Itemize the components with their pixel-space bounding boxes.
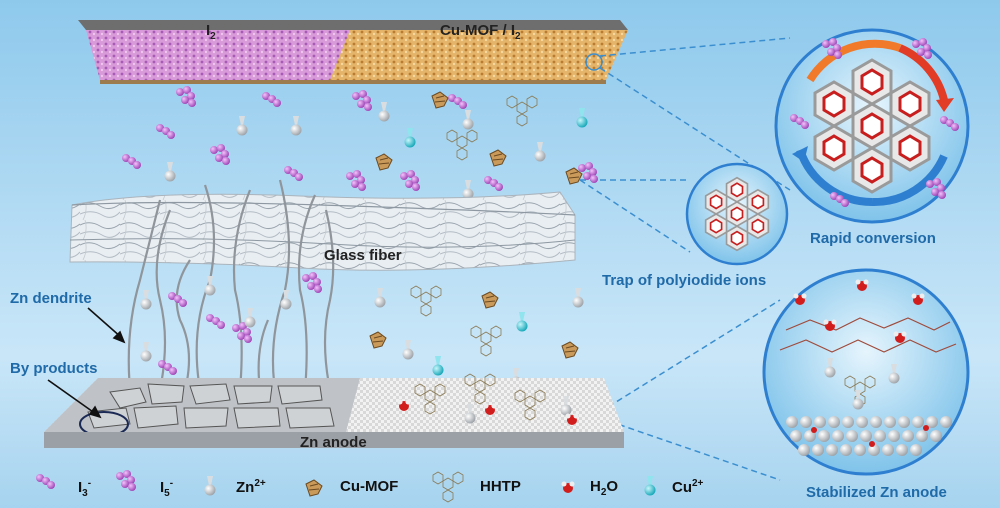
- glass-fiber-label: Glass fiber: [324, 247, 402, 264]
- cu-mof-icon: [305, 479, 323, 497]
- legend-i5: I5-: [160, 478, 174, 499]
- legend-i3: I3-: [78, 478, 92, 499]
- glass-fiber-separator: [69, 191, 576, 271]
- legend-water: H2O: [590, 478, 619, 498]
- zn-dendrite-label: Zn dendrite: [10, 290, 92, 307]
- floating-species-lower: [140, 272, 584, 388]
- legend-hhtp: HHTP: [480, 478, 521, 495]
- i3-molecule-icon: [36, 474, 55, 489]
- callout-arrows: [47, 307, 126, 419]
- trap-label: Trap of polyiodide ions: [602, 272, 767, 289]
- cathode-label-i2: I2: [206, 22, 216, 42]
- cathode-slab: [78, 20, 628, 84]
- cathode-label-cumof-i2: Cu-MOF / I2: [440, 22, 521, 42]
- water-icon: [561, 481, 575, 493]
- zoom-connector-lines: [579, 37, 791, 481]
- legend-cu-mof: Cu-MOF: [340, 478, 399, 495]
- legend-cu-ion: Cu2+: [672, 478, 704, 496]
- stabilized-anode-inset: [762, 268, 970, 476]
- i5-molecule-icon: [116, 470, 136, 491]
- stabilized-anode-label: Stabilized Zn anode: [806, 484, 947, 501]
- zn-anode-label: Zn anode: [300, 434, 367, 451]
- trap-inset: [685, 162, 789, 266]
- legend-zn: Zn2+: [236, 478, 266, 496]
- floating-species-upper: [122, 86, 598, 200]
- zoom-marker-top: [585, 53, 603, 71]
- zn-ion-icon: [204, 476, 216, 496]
- cu-ion-icon: [644, 476, 656, 496]
- hhtp-icon: [432, 471, 464, 503]
- by-products-label: By products: [10, 360, 98, 377]
- rapid-conversion-label: Rapid conversion: [810, 230, 936, 247]
- rapid-conversion-inset: [774, 28, 970, 224]
